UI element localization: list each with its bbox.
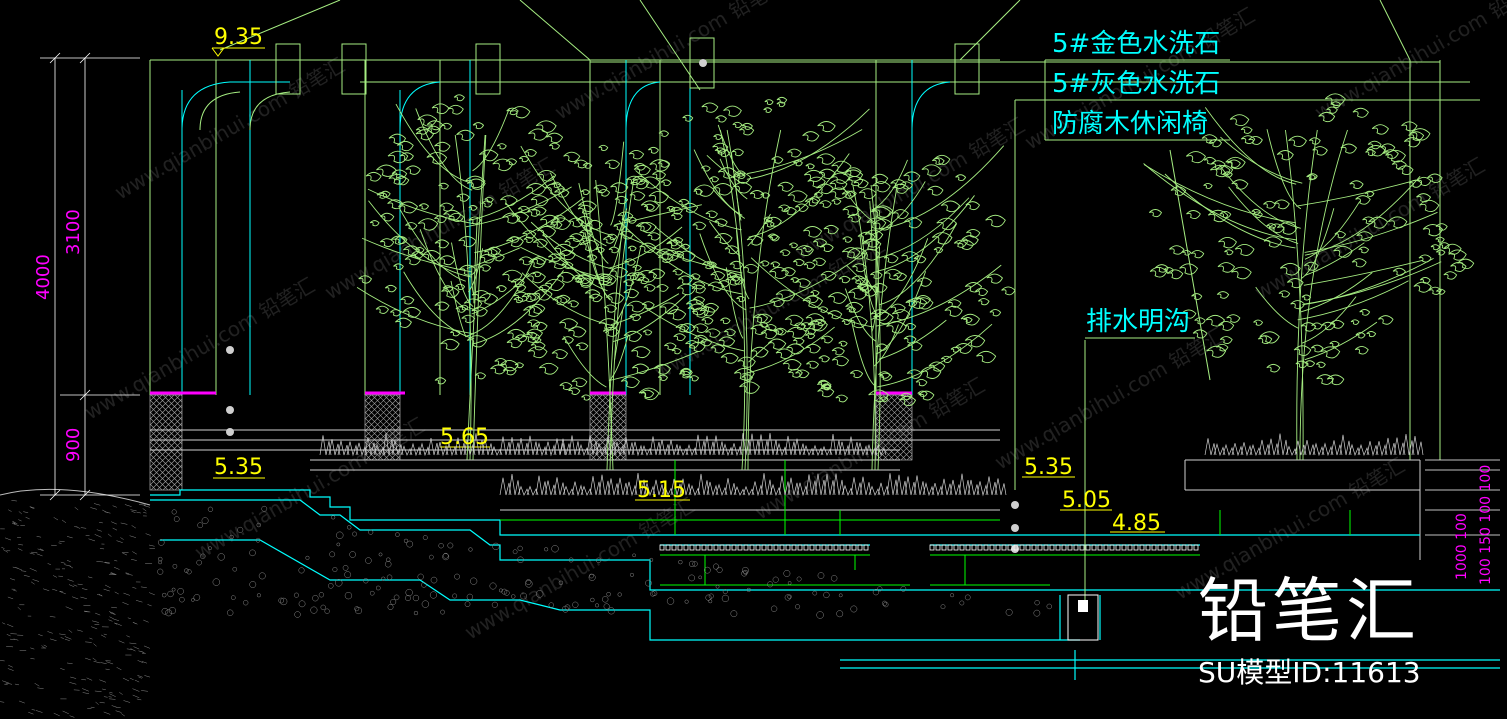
tree <box>1143 93 1475 461</box>
material-label-gold-gravel: 5#金色水洗石 <box>1052 29 1220 59</box>
watermark-text: www.qianbihui.com 铅笔汇 <box>81 273 319 424</box>
material-label-grey-gravel: 5#灰色水洗石 <box>1052 69 1220 99</box>
elevation-5-05: 5.05 <box>1062 488 1111 513</box>
dimension-4000: 4000 <box>33 254 54 300</box>
tree-layer <box>356 93 1475 471</box>
dimension-right-1: 1000 100 <box>1454 513 1470 580</box>
tree <box>617 96 887 471</box>
watermark-text: www.qianbihui.com 铅笔汇 <box>191 413 429 564</box>
elevation-5-15: 5.15 <box>637 478 686 503</box>
watermark-text: www.qianbihui.com 铅笔汇 <box>111 53 349 204</box>
dimension-900: 900 <box>63 428 84 462</box>
watermark-text: www.qianbihui.com 铅笔汇 <box>461 493 699 644</box>
model-id-text: SU模型ID:11613 <box>1198 656 1421 689</box>
watermark-text: www.qianbihui.com 铅笔汇 <box>1251 153 1489 304</box>
watermark-text: www.qianbihui.com 铅笔汇 <box>991 323 1229 474</box>
tree <box>505 141 733 471</box>
tree <box>750 145 1016 471</box>
elevation-5-35-left: 5.35 <box>214 455 263 480</box>
material-label-wood-bench: 防腐木休闲椅 <box>1052 109 1208 139</box>
shrub-layer <box>319 432 1424 497</box>
elevation-5-35-right: 5.35 <box>1024 455 1073 480</box>
brand-logo-text: 铅笔汇 <box>1198 570 1420 652</box>
dimension-right-2: 100 150 100 100 <box>1478 465 1494 585</box>
drain-label: 排水明沟 <box>1086 307 1190 337</box>
dimension-3100: 3100 <box>63 209 84 255</box>
elevation-9-35: 9.35 <box>214 25 263 50</box>
tree <box>356 94 597 461</box>
elevation-4-85: 4.85 <box>1112 511 1161 536</box>
elevation-5-65: 5.65 <box>440 425 489 450</box>
